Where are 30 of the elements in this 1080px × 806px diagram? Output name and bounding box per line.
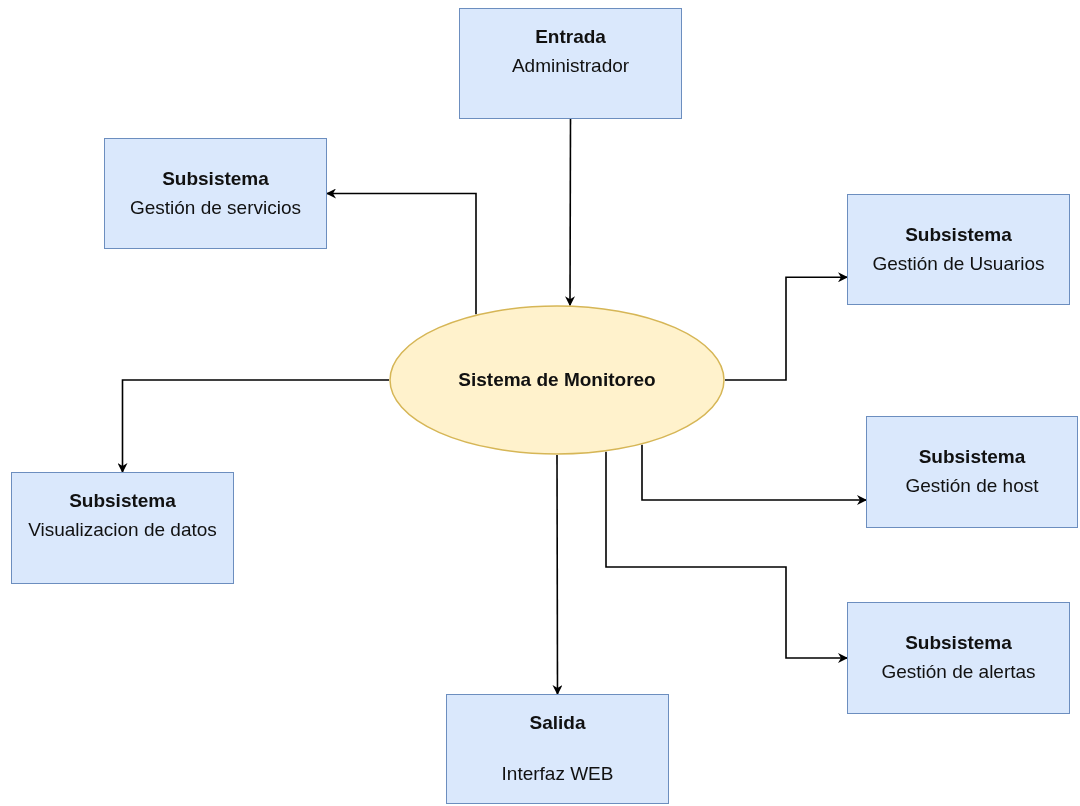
box-text: Visualizacion de datos [28,517,217,542]
box-title: Entrada [535,25,606,49]
box-title: Salida [529,711,586,735]
process-box [459,8,682,119]
box-text: Gestión de alertas [881,660,1036,684]
box-title: Subsistema [918,445,1026,470]
process-box [104,138,327,249]
process-box [847,602,1070,714]
arrow [724,272,848,381]
arrow [641,443,867,505]
box-text: Interfaz WEB [501,761,614,786]
arrow [552,454,563,695]
box-title: Subsistema [69,489,176,513]
box-text: Gestión de servicios [129,195,302,220]
box-title: Subsistema [905,631,1012,656]
box-text: Administrador [511,53,630,78]
box-text: Gestión de Usuarios [872,251,1045,276]
box-title: Subsistema [905,222,1012,247]
arrow [605,450,848,663]
process-box [847,194,1070,305]
box-title: Sistema de Monitoreo [458,367,656,392]
process-box [446,694,669,804]
arrow [117,379,390,473]
process-box [11,472,234,584]
box-text: Gestión de host [905,474,1039,498]
arrow [565,118,575,307]
box-title: Subsistema [162,166,269,191]
process-box [866,416,1078,528]
arrow [326,188,477,316]
process-ellipse [389,305,725,455]
